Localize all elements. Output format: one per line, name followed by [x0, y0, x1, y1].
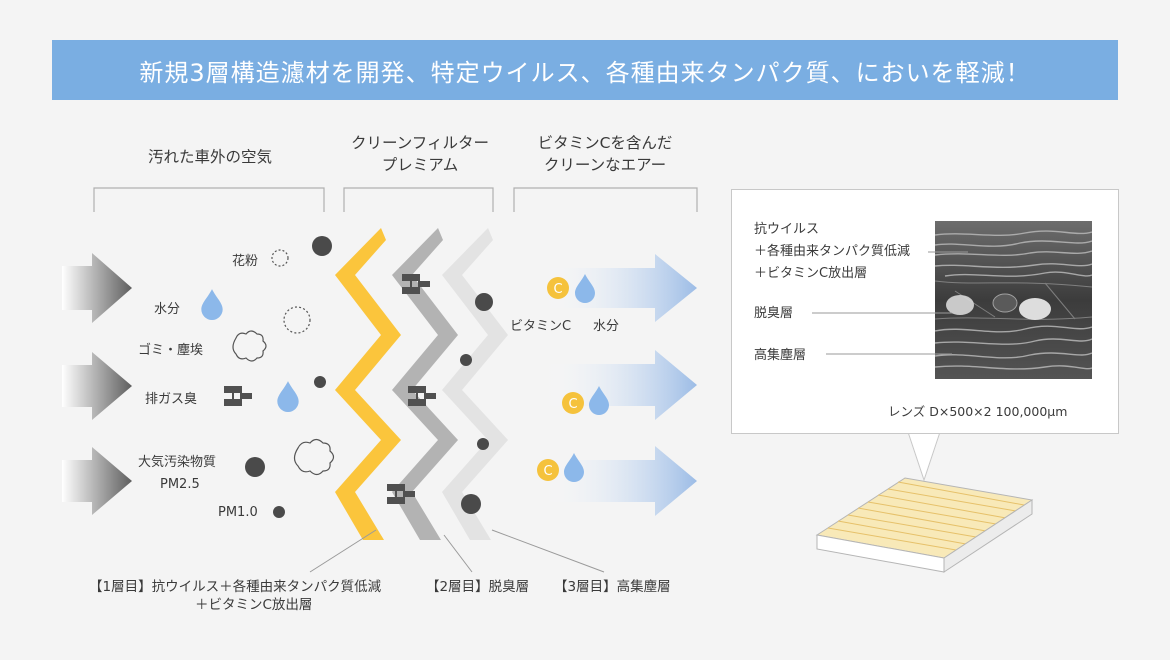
panel-label-antiviral-line1: 抗ウイルス [754, 222, 820, 237]
label-layer1-line1: 【1層目】抗ウイルス＋各種由来タンパク質低減 [89, 579, 382, 595]
header-clean-line1: ビタミンCを含んだ [537, 134, 673, 152]
label-pm25: 大気汚染物質 PM2.5 [138, 452, 216, 496]
layer2-zigzag [392, 228, 458, 540]
vitamin-c-icon-2 [562, 392, 584, 414]
leader-layer3 [491, 529, 605, 573]
label-pollen: 花粉 [232, 254, 259, 269]
micrograph-image [935, 221, 1092, 379]
trapped-particle-3 [477, 438, 489, 450]
label-pm10: PM1.0 [218, 505, 258, 520]
outgoing-arrow-2 [540, 350, 697, 420]
header-dirty-air: 汚れた車外の空気 [110, 146, 310, 168]
header-filter-line2: プレミアム [381, 156, 459, 174]
header-dirty-air-text: 汚れた車外の空気 [147, 148, 272, 166]
dust-ring-icon [283, 306, 311, 334]
label-layer3: 【3層目】高集塵層 [554, 579, 671, 595]
incoming-arrow-2 [62, 352, 132, 420]
header-clean-line2: クリーンなエアー [543, 156, 667, 174]
vitamin-c-icon-1 [547, 277, 569, 299]
header-filter-line1: クリーンフィルター [351, 134, 489, 152]
title-text: 新規3層構造濾材を開発、特定ウイルス、各種由来タンパク質、においを軽減！ [139, 58, 1031, 87]
panel-label-antiviral-line2: ＋各種由来タンパク質低減 [754, 244, 911, 259]
label-moisture: 水分 [154, 302, 181, 317]
header-filter-name: クリーンフィルター プレミアム [320, 132, 520, 176]
leader-layer2 [443, 534, 473, 573]
bracket-clean [513, 187, 698, 212]
pollen-icon [271, 249, 289, 267]
large-particle-icon [312, 236, 332, 256]
label-output-water: 水分 [593, 319, 620, 334]
panel-label-antiviral: 抗ウイルス ＋各種由来タンパク質低減 ＋ビタミンC放出層 [754, 219, 910, 285]
trapped-particle-4 [461, 494, 481, 514]
leader-layer1 [309, 529, 377, 573]
water-drop-icon [201, 289, 223, 320]
incoming-arrow-1 [62, 253, 132, 323]
label-layer2: 【2層目】脱臭層 [426, 579, 530, 595]
vitamin-c-badge-1: C [553, 282, 562, 297]
incoming-arrow-3 [62, 447, 132, 515]
water-drop-icon-2 [277, 381, 299, 412]
panel-label-dust-collect: 高集塵層 [754, 348, 807, 363]
dust-cloud-icon [232, 330, 267, 362]
trapped-particle-1 [475, 293, 493, 311]
label-pm25-line2: PM2.5 [160, 477, 200, 492]
bracket-dirty [93, 187, 325, 212]
pm10-particle-icon [273, 506, 285, 518]
label-layer1-line2: ＋ビタミンC放出層 [195, 597, 313, 613]
panel-label-lens: レンズ D×500×2 100,000μm [888, 404, 1068, 419]
header-clean-air: ビタミンCを含んだ クリーンなエアー [505, 132, 705, 176]
filter-block-3d [815, 477, 1034, 573]
pollution-cloud-icon [293, 438, 335, 476]
trapped-particle-2 [460, 354, 472, 366]
pm25-particle-icon [245, 457, 265, 477]
label-exhaust: 排ガス臭 [145, 392, 198, 407]
layer3-zigzag [442, 228, 508, 540]
outgoing-arrow-1 [540, 254, 697, 322]
panel-label-antiviral-line3: ＋ビタミンC放出層 [754, 266, 868, 281]
vitamin-c-badge-3: C [543, 464, 552, 479]
outgoing-arrow-3 [540, 446, 697, 516]
vitamin-c-icon-3 [537, 459, 559, 481]
label-pm25-line1: 大気汚染物質 [138, 455, 217, 470]
bracket-filter [343, 187, 494, 212]
panel-label-deodorize: 脱臭層 [754, 306, 794, 321]
small-particle-icon [314, 376, 326, 388]
label-vitamin-c: ビタミンC [510, 319, 572, 334]
vitamin-c-badge-2: C [568, 397, 577, 412]
exhaust-odor-icon [224, 386, 252, 406]
label-layer1: 【1層目】抗ウイルス＋各種由来タンパク質低減 ＋ビタミンC放出層 [89, 578, 381, 614]
label-dust: ゴミ・塵埃 [138, 343, 204, 358]
layer1-zigzag [335, 228, 401, 540]
title-banner: 新規3層構造濾材を開発、特定ウイルス、各種由来タンパク質、においを軽減！ [52, 40, 1118, 100]
callout-pointer [907, 431, 941, 482]
clean-water-drop-3 [564, 453, 584, 482]
